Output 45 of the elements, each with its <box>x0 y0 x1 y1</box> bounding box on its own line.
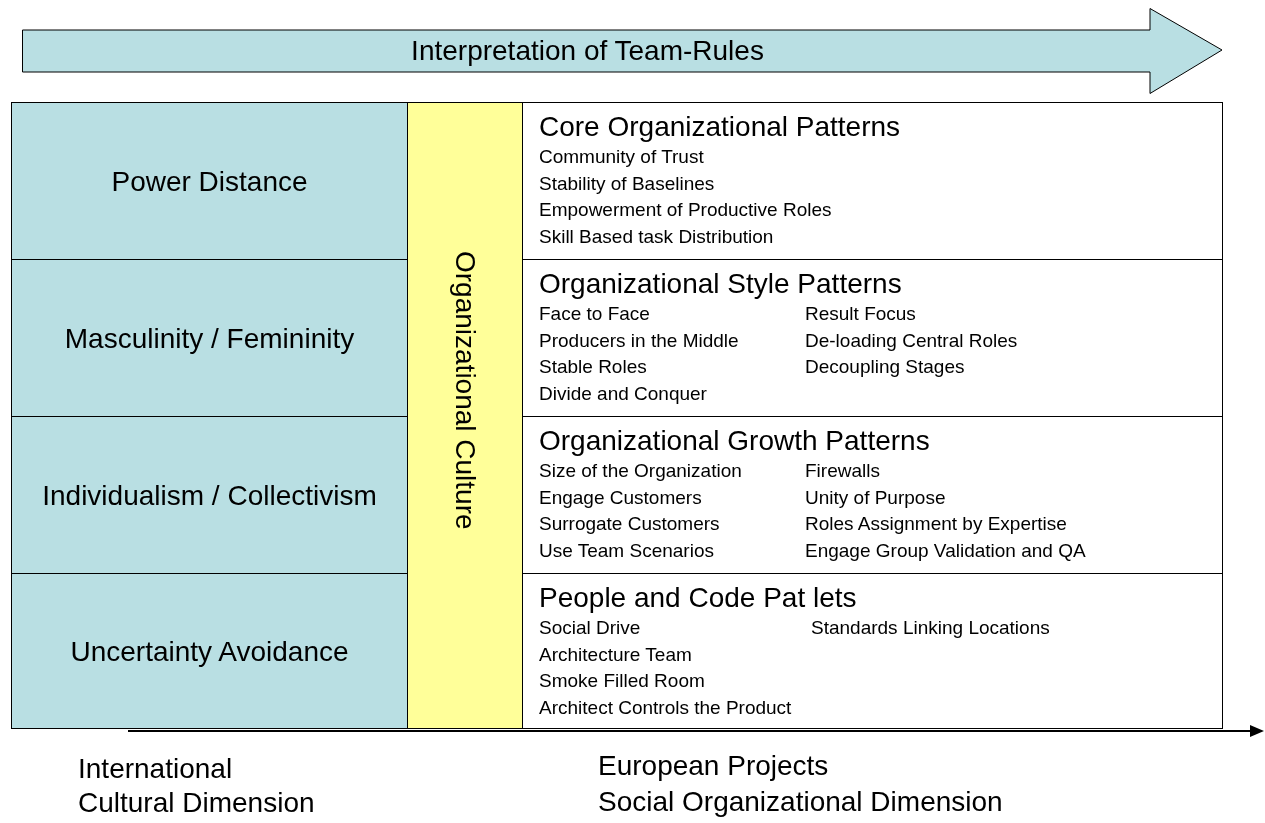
axis-caption: Cultural Dimension <box>78 786 315 820</box>
pattern-item: Use Team Scenarios <box>539 538 715 563</box>
pattern-item: Firewalls <box>805 459 881 483</box>
pattern-item: Skill Based task Distribution <box>539 224 775 249</box>
axis-caption: Social Organizational Dimension <box>598 785 1003 819</box>
pattern-item: Divide and Conquer <box>539 381 708 406</box>
pattern-item: Producers in the Middle <box>539 328 740 353</box>
culture-band <box>407 102 523 729</box>
pattern-item: Architecture Team <box>539 642 693 667</box>
pattern-item: Surrogate Customers <box>539 512 721 536</box>
arrow-title: Interpretation of Team-Rules <box>411 35 764 67</box>
dimension-label: Power Distance <box>111 164 308 199</box>
pattern-item: Face to Face <box>539 302 651 326</box>
pattern-item: Community of Trust <box>539 145 705 169</box>
pattern-item: Standards Linking Locations <box>811 616 1051 640</box>
culture-label: Organizational Culture <box>449 251 481 532</box>
dimension-box <box>11 573 408 729</box>
dimension-box <box>11 416 408 574</box>
dimension-label: Uncertainty Avoidance <box>70 634 349 669</box>
pattern-heading: Organizational Style Patterns <box>539 268 903 300</box>
pattern-item: Architect Controls the Product <box>539 695 793 720</box>
pattern-box <box>522 102 1223 260</box>
pattern-item: Engage Customers <box>539 485 703 510</box>
axis-caption: International <box>78 752 233 786</box>
pattern-item: Stability of Baselines <box>539 171 716 196</box>
pattern-item: Result Focus <box>805 302 917 326</box>
pattern-box <box>522 573 1223 729</box>
pattern-item: Decoupling Stages <box>805 355 966 379</box>
dimension-box <box>11 102 408 260</box>
pattern-item: Empowerment of Productive Roles <box>539 198 832 222</box>
pattern-item: Size of the Organization <box>539 459 743 483</box>
pattern-item: Engage Group Validation and QA <box>805 538 1087 563</box>
pattern-item: De-loading Central Roles <box>805 328 1019 353</box>
pattern-heading: People and Code Pat lets <box>539 582 858 614</box>
dimension-label: Individualism / Collectivism <box>42 478 377 513</box>
dimension-label: Masculinity / Femininity <box>64 321 355 356</box>
pattern-item: Stable Roles <box>539 355 648 379</box>
pattern-item: Social Drive <box>539 616 642 640</box>
pattern-item: Smoke Filled Room <box>539 669 706 693</box>
dimension-box <box>11 259 408 417</box>
pattern-item: Unity of Purpose <box>805 485 947 510</box>
pattern-heading: Organizational Growth Patterns <box>539 425 931 457</box>
pattern-heading: Core Organizational Patterns <box>539 111 902 143</box>
pattern-item: Roles Assignment by Expertise <box>805 512 1068 536</box>
axis-caption: European Projects <box>598 749 829 783</box>
